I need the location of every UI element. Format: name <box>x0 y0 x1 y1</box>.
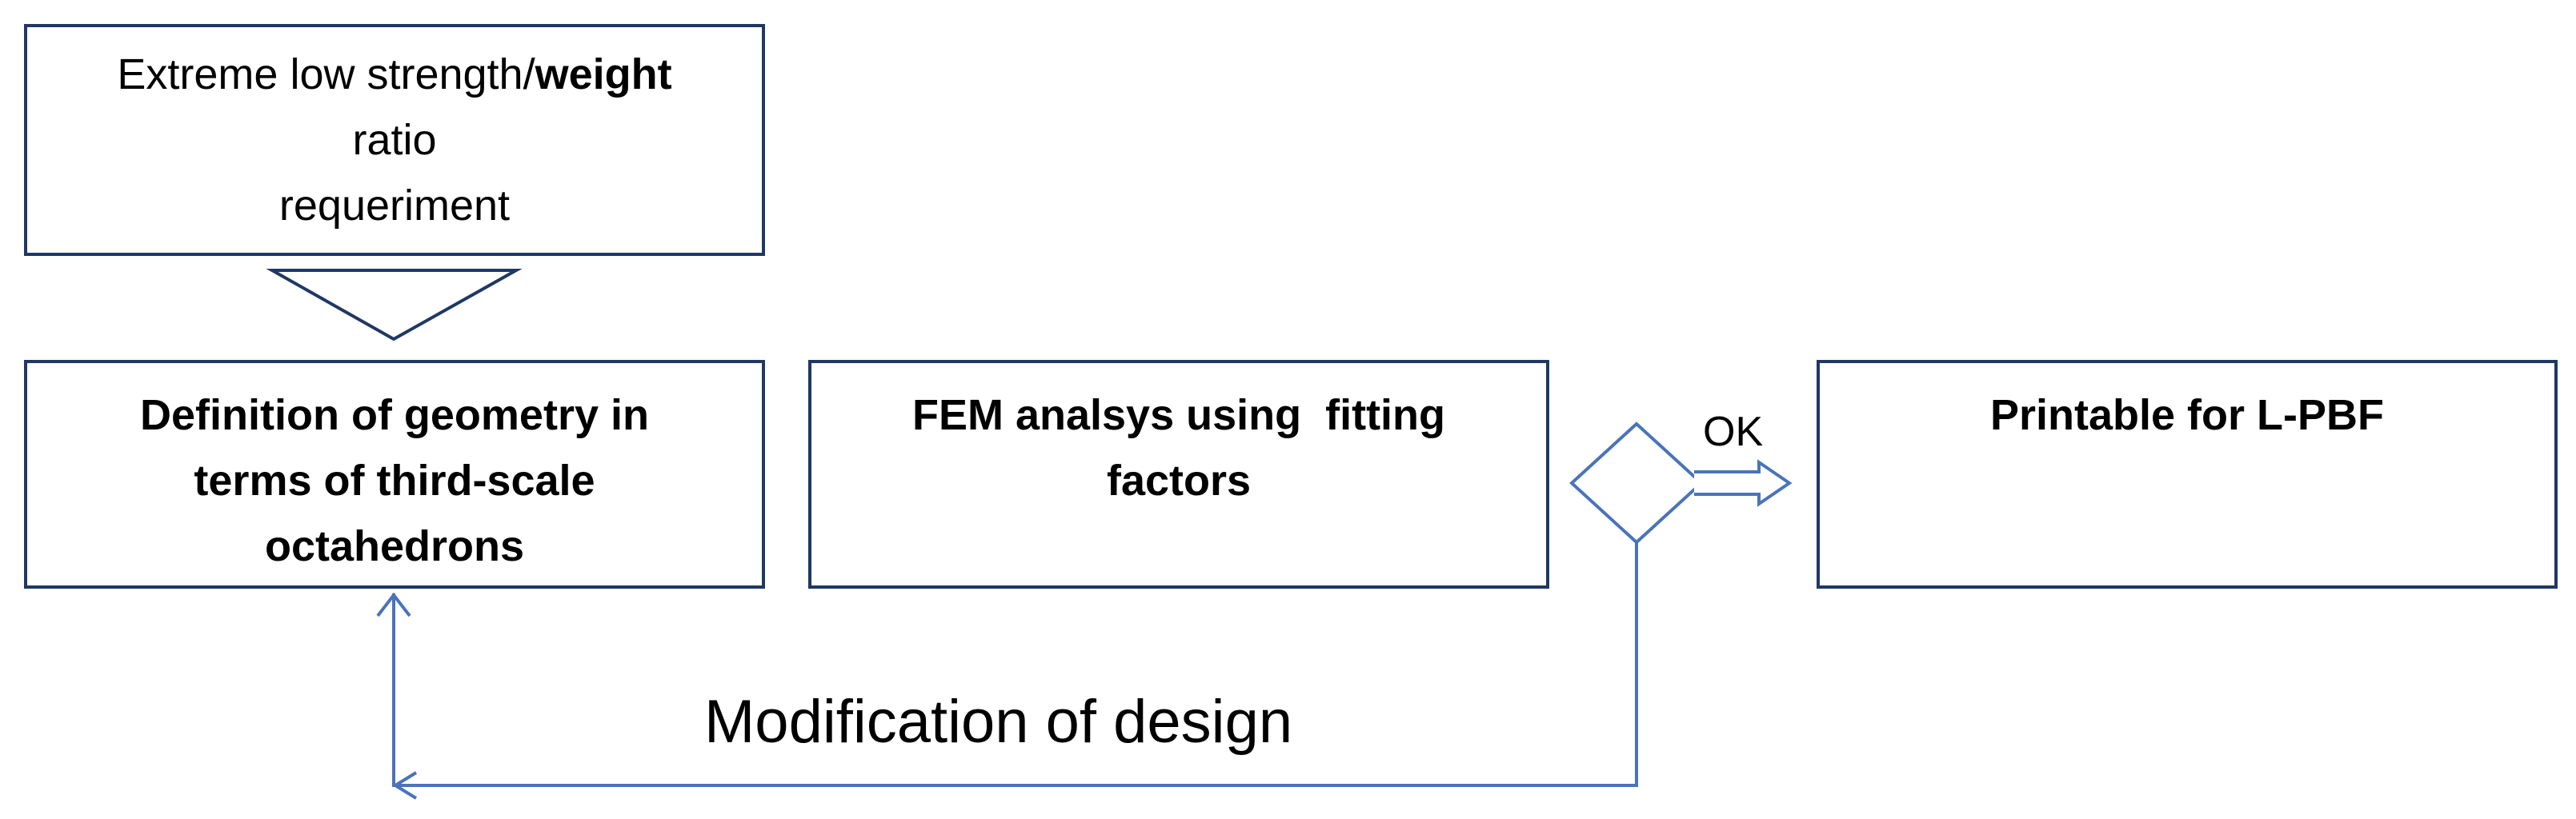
requirement-line-2: ratio <box>352 116 437 164</box>
ok-label: OK <box>1703 409 1764 455</box>
feedback-arrowhead-left <box>392 771 418 800</box>
down-triangle-arrow <box>266 269 523 342</box>
decision-diamond <box>1569 421 1704 545</box>
requirement-line-3: requeriment <box>278 182 511 230</box>
requirement-box: Extreme low strength/weight ratio requer… <box>24 24 765 256</box>
geometry-line-3: octahedrons <box>264 522 525 570</box>
feedback-loop-line <box>392 542 1638 787</box>
requirement-line-1: Extreme low strength/weight <box>117 50 672 98</box>
feedback-arrowhead-up <box>376 592 411 617</box>
printable-line-1: Printable for L-PBF <box>1989 391 2384 439</box>
requirement-weight-bold: weight <box>535 50 672 98</box>
modification-label: Modification of design <box>704 688 1293 756</box>
fem-line-2: factors <box>1106 457 1252 505</box>
geometry-definition-box: Definition of geometry in terms of third… <box>24 360 765 589</box>
printable-box: Printable for L-PBF <box>1817 360 2558 589</box>
ok-arrow <box>1694 459 1793 507</box>
fem-analysis-box: FEM analsys using fitting factors <box>808 360 1549 589</box>
geometry-line-2: terms of third-scale <box>194 457 595 505</box>
fem-line-1: FEM analsys using fitting <box>911 391 1446 439</box>
geometry-line-1: Definition of geometry in <box>139 391 649 439</box>
